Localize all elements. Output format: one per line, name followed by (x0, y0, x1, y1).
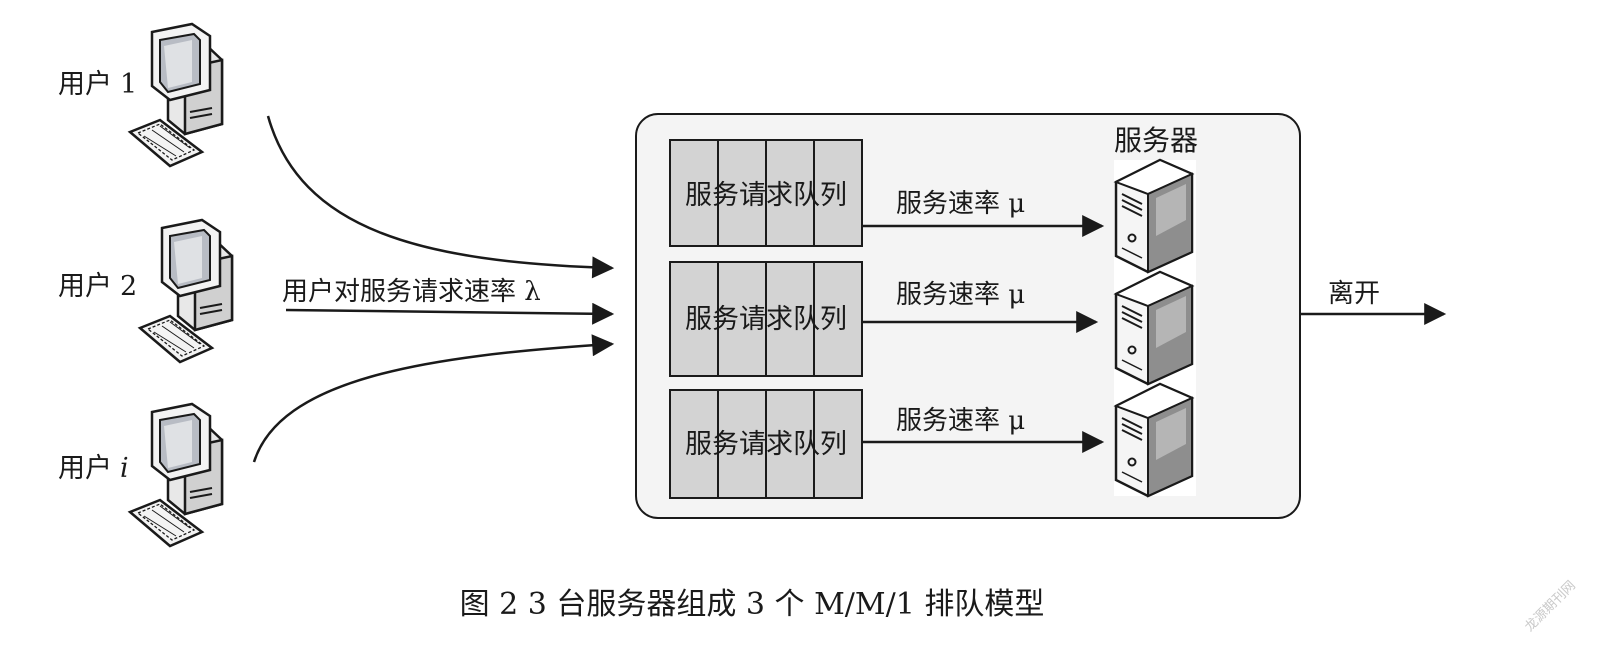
arrival-arrow-i (252, 334, 615, 463)
queue-label: 服务请求队列 (685, 304, 847, 335)
queue-3: 服务请求队列 (669, 389, 863, 499)
queue-1: 服务请求队列 (669, 139, 863, 247)
server-tower-icon (1114, 270, 1194, 386)
desktop-computer-icon (138, 218, 234, 364)
service-rate-label: 服务速率 μ (896, 280, 1025, 310)
desktop-computer-icon (128, 22, 224, 168)
queue-label: 服务请求队列 (685, 429, 847, 460)
service-rate-label: 服务速率 μ (896, 406, 1025, 436)
server-header: 服务器 (1114, 124, 1198, 157)
arrival-arrow-1 (266, 115, 615, 279)
arrival-arrow-2 (285, 302, 615, 325)
figure-caption: 图 2 3 台服务器组成 3 个 M/M/1 排队模型 (460, 587, 1045, 622)
leave-label: 离开 (1328, 279, 1380, 309)
server-tower-icon (1114, 158, 1194, 274)
arrival-rate-label: 用户对服务请求速率 λ (282, 277, 541, 307)
watermark: 龙源期刊网 (1522, 578, 1579, 635)
desktop-computer-icon (128, 402, 224, 548)
queue-label: 服务请求队列 (685, 180, 847, 211)
queue-2: 服务请求队列 (669, 261, 863, 377)
service-rate-label: 服务速率 μ (896, 189, 1025, 219)
server-tower-icon (1114, 382, 1194, 498)
